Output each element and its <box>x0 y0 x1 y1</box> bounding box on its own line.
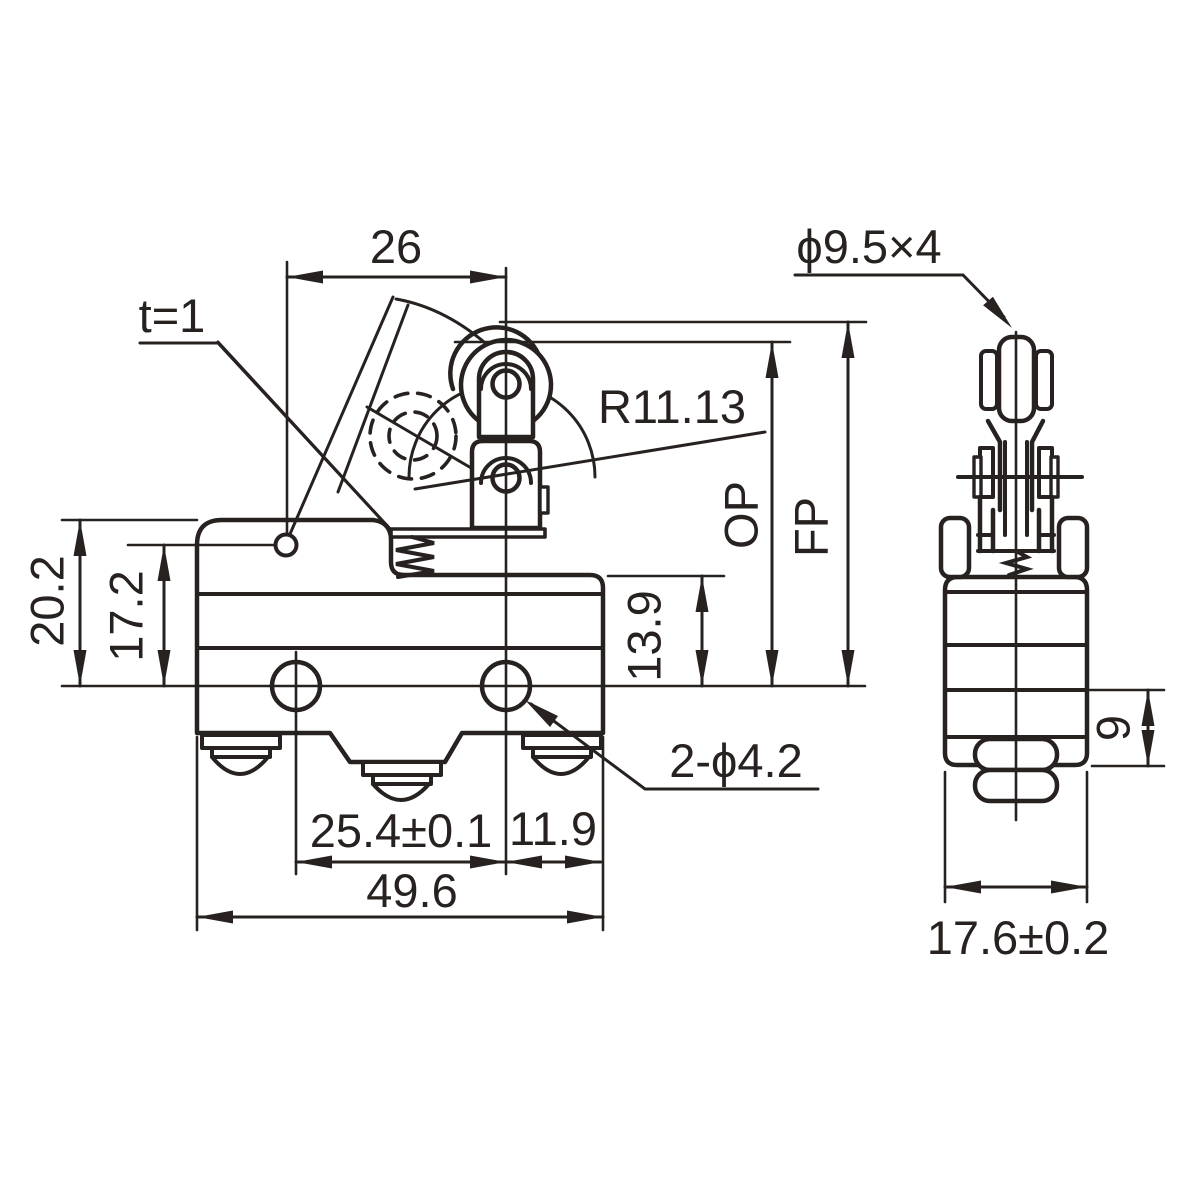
terminal-screw-right <box>521 733 603 776</box>
dim-17-2-label: 17.2 <box>99 570 152 661</box>
terminal-screw-left <box>200 733 282 776</box>
lever-plate-left <box>979 349 999 411</box>
dim-25-4-label: 25.4±0.1 <box>310 804 493 857</box>
lever-mount-hole <box>273 532 299 558</box>
body-ear-right <box>1056 515 1090 580</box>
spring-side <box>998 549 1034 577</box>
dimension-labels: 26 t=1 ϕ9.5×4 R11.13 OP FP 20.2 17.2 13.… <box>20 220 1139 964</box>
thickness-label: t=1 <box>139 289 206 342</box>
dim-49-6-label: 49.6 <box>366 864 457 917</box>
radius-label: R11.13 <box>598 380 746 433</box>
dim-11-9-label: 11.9 <box>509 802 597 855</box>
dimension-lines <box>60 260 1166 932</box>
fp-label: FP <box>784 497 837 557</box>
lever-plate-right <box>1034 349 1054 411</box>
dim-9-label: 9 <box>1086 715 1139 741</box>
centerlines <box>504 266 1018 876</box>
dim-13-9-label: 13.9 <box>617 590 670 681</box>
dim-26-label: 26 <box>370 220 422 273</box>
dim-20-2-label: 20.2 <box>20 555 73 646</box>
plunger-spring <box>395 535 435 579</box>
switch-body-front <box>194 517 606 765</box>
lever-swing-construction <box>336 297 597 494</box>
dim-17-6-label: 17.6±0.2 <box>927 911 1110 964</box>
op-label: OP <box>714 481 767 549</box>
side-view <box>938 334 1090 804</box>
terminal-screw-middle <box>361 760 443 802</box>
front-body <box>194 517 606 802</box>
roller-spec-label: ϕ9.5×4 <box>796 220 941 273</box>
body-ear-left <box>938 515 972 580</box>
holes-label: 2-ϕ4.2 <box>669 734 802 787</box>
label-leaders <box>138 273 1012 791</box>
lever-plate <box>389 527 547 539</box>
